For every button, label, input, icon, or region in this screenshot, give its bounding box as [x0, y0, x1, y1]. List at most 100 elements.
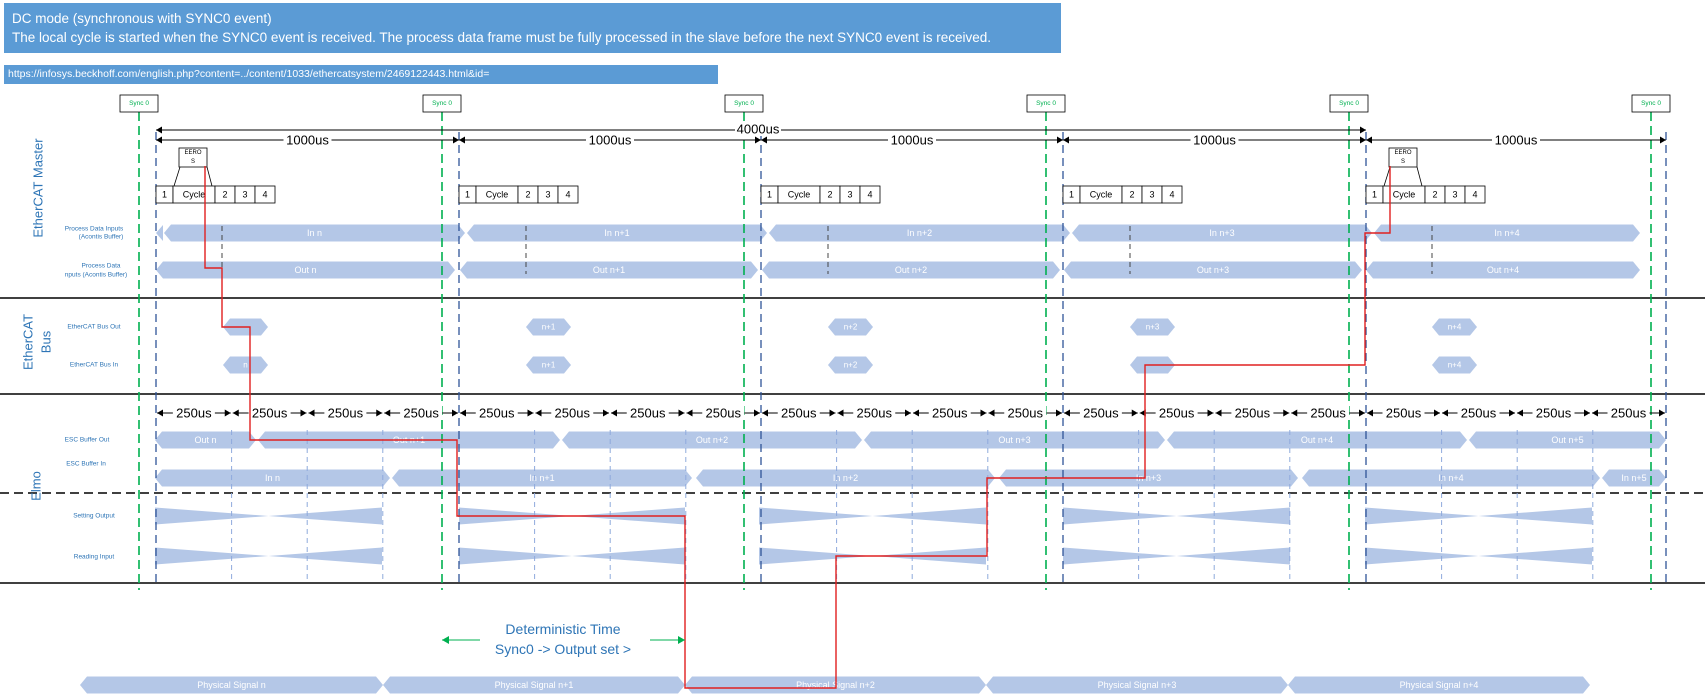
quarter-duration-label: 250us	[1611, 406, 1647, 421]
esc-in-arrow-0-label: In n	[265, 473, 280, 483]
quarter-duration-label: 250us	[857, 406, 893, 421]
bus-in-arrow-0	[223, 356, 268, 374]
quarter-duration-arrow-head	[157, 409, 163, 417]
section-label-bus: Bus	[39, 330, 54, 353]
esc-in-arrow-0	[155, 469, 390, 487]
pdi-arrow-4	[1374, 224, 1640, 242]
bus-in-arrow-2	[828, 356, 873, 374]
cycle-step-label: 4	[1169, 190, 1174, 200]
cycle-step-label: Cycle	[788, 190, 811, 200]
eeros-pointer	[1416, 166, 1423, 187]
eeros-box	[178, 147, 208, 168]
reading-input-bowtie-3	[1176, 547, 1290, 565]
sync0-box	[119, 94, 159, 113]
esc-in-arrow-4-label: In n+4	[1438, 473, 1463, 483]
quarter-duration-label: 250us	[630, 406, 666, 421]
quarter-duration-bg	[626, 406, 669, 420]
quarter-duration-bg	[702, 406, 745, 420]
sync0-box	[1631, 94, 1671, 113]
setting-output-bowtie-0	[268, 507, 382, 525]
row-label-pdo: Process Data	[81, 263, 120, 270]
quarter-duration-label: 250us	[555, 406, 591, 421]
physical-signal-arrow-4-label: Physical Signal n+4	[1400, 680, 1479, 690]
physical-signal-arrow-1	[383, 676, 685, 694]
bus-in-arrow-1	[526, 356, 571, 374]
cycle-duration-arrow-head	[1660, 136, 1666, 144]
cycle-step-label: 1	[162, 190, 167, 200]
quarter-duration-bg	[1231, 406, 1274, 420]
cycle-duration-bg	[1492, 133, 1540, 147]
sync0-box	[1026, 94, 1066, 113]
cycle-step-label: 1	[767, 190, 772, 200]
header-banner: DC mode (synchronous with SYNC0 event) T…	[4, 3, 1061, 53]
bus-in-arrow-4	[1432, 356, 1477, 374]
quarter-duration-arrow-head	[376, 409, 383, 417]
quarter-duration-bg	[1155, 406, 1198, 420]
esc-in-arrow-2	[696, 469, 995, 487]
cycle-duration-label: 1000us	[286, 133, 329, 148]
sync0-box	[724, 94, 764, 113]
section-label-master: EtherCAT Master	[31, 138, 46, 238]
quarter-duration-arrow-head	[460, 409, 466, 417]
quarter-duration-arrow-head	[1064, 409, 1070, 417]
cycle-step-label: 3	[545, 190, 550, 200]
total-duration-label: 4000us	[737, 122, 780, 137]
esc-in-arrow-3-label: In n+3	[1136, 473, 1161, 483]
cycle-duration-bg	[1190, 133, 1239, 147]
deterministic-bg	[480, 632, 650, 648]
quarter-duration-bg	[551, 406, 594, 420]
pdi-arrow-3	[1072, 224, 1372, 242]
reading-input-bowtie-0	[155, 547, 269, 565]
quarter-duration-label: 250us	[1536, 406, 1572, 421]
pdi-arrow-0	[164, 224, 465, 242]
quarter-duration-arrow-head	[1509, 409, 1515, 417]
quarter-duration-bg	[928, 406, 971, 420]
pdi-arrow-1-label: In n+1	[604, 228, 629, 238]
quarter-duration-label: 250us	[781, 406, 817, 421]
sync0-label: Sync 0	[1036, 100, 1056, 107]
quarter-duration-label: 250us	[328, 406, 364, 421]
cycle-step-label: 3	[847, 190, 852, 200]
quarter-duration-arrow-head	[232, 409, 239, 417]
deterministic-time-label: Deterministic Time	[505, 621, 620, 637]
deterministic-arrow-head	[442, 636, 449, 644]
header-subtitle: The local cycle is started when the SYNC…	[12, 30, 991, 45]
pdi-arrow-0-label: In n	[307, 228, 322, 238]
quarter-duration-bg	[853, 406, 896, 420]
cycle-step-label: 4	[262, 190, 267, 200]
cycle-step-label: 1	[1372, 190, 1377, 200]
quarter-duration-arrow-head	[837, 409, 844, 417]
cycle-duration-arrow-head	[1360, 136, 1366, 144]
esc-out-arrow-5	[1469, 431, 1666, 449]
pdi-arrow-2	[769, 224, 1070, 242]
quarter-duration-arrow-head	[452, 409, 458, 417]
source-url[interactable]: https://infosys.beckhoff.com/english.php…	[4, 65, 718, 84]
sync0-box	[1329, 94, 1369, 113]
cycle-step-box	[557, 185, 579, 204]
cycle-duration-arrow-head	[761, 136, 767, 144]
quarter-duration-arrow-head	[1291, 409, 1298, 417]
quarter-duration-bg	[172, 406, 215, 420]
cycle-step-box	[859, 185, 881, 204]
cycle-duration-arrow-head	[755, 136, 761, 144]
cycle-duration-arrow-head	[1063, 136, 1069, 144]
quarter-duration-arrow-head	[1584, 409, 1590, 417]
esc-in-arrow-5-label: In n+5	[1621, 473, 1646, 483]
deterministic-arrow-head	[678, 636, 685, 644]
cycle-duration-arrow-head	[1057, 136, 1063, 144]
pdo-arrow-2-label: Out n+2	[895, 265, 927, 275]
sync0-label: Sync 0	[1641, 100, 1661, 107]
quarter-duration-arrow-head	[611, 409, 617, 417]
row-label-reading-input: Reading Input	[74, 554, 115, 561]
cycle-duration-label: 1000us	[589, 133, 632, 148]
cycle-duration-bg	[888, 133, 936, 147]
quarter-duration-arrow-head	[905, 409, 911, 417]
quarter-duration-bg	[400, 406, 443, 420]
esc-in-arrow-5	[1602, 469, 1666, 487]
pdi-arrow-2-label: In n+2	[907, 228, 932, 238]
deterministic-time-label: Sync0 -> Output set >	[495, 641, 631, 657]
bus-out-arrow-4-label: n+4	[1448, 323, 1462, 332]
pdi-arrow-stub	[156, 225, 163, 241]
cycle-step-label: Cycle	[486, 190, 509, 200]
section-label-bus: EtherCAT	[21, 314, 36, 370]
